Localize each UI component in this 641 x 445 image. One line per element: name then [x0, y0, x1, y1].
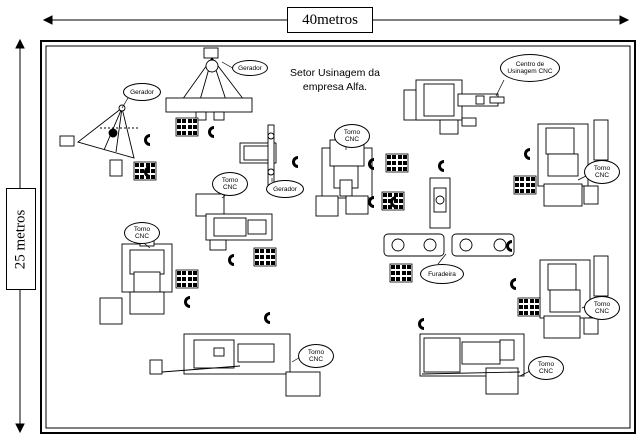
- generator-machine-1: [59, 104, 138, 177]
- cnc-lathe-bottom-left: [149, 333, 321, 397]
- label-furadeira: Furadeira: [420, 264, 464, 284]
- label-torno-left: Torno CNC: [124, 222, 160, 244]
- cnc-lathe-right-bottom: [539, 255, 609, 339]
- diagram-title: Setor Usinagem da empresa Alfa.: [270, 66, 400, 94]
- drill-press: [383, 177, 515, 257]
- height-dimension-label: 25 metros: [6, 188, 36, 290]
- cnc-lathe-center: [315, 139, 373, 217]
- width-dimension-label: 40metros: [287, 7, 373, 33]
- height-dimension-line: [15, 38, 25, 434]
- label-gerador-3: Gerador: [266, 180, 304, 198]
- machining-center: [403, 79, 505, 135]
- title-line-1: Setor Usinagem da: [290, 67, 380, 79]
- label-leaders: [121, 61, 591, 377]
- label-gerador-2: Gerador: [232, 60, 268, 76]
- generator-machine-2: [165, 47, 253, 121]
- label-torno-left-mid: Torno CNC: [212, 172, 248, 196]
- label-torno-bottom-right: Torno CNC: [528, 356, 564, 380]
- label-centro-usinagem: Centro de Usinagem CNC: [500, 54, 560, 82]
- label-torno-center: Torno CNC: [334, 124, 370, 148]
- label-gerador-1: Gerador: [123, 83, 161, 101]
- label-torno-bottom-left: Torno CNC: [298, 344, 334, 368]
- cnc-lathe-bottom-right: [419, 333, 525, 395]
- room-wall-outer: [40, 40, 636, 434]
- label-torno-right-top: Torno CNC: [584, 160, 620, 184]
- title-line-2: empresa Alfa.: [302, 81, 368, 93]
- width-dimension-line: [42, 15, 630, 25]
- generator-machine-3: [239, 124, 277, 186]
- label-torno-right-bottom: Torno CNC: [584, 296, 620, 320]
- cnc-lathe-left-mid: [195, 193, 273, 251]
- cnc-lathe-left: [99, 235, 173, 325]
- cnc-lathe-right-top: [537, 119, 609, 207]
- room-wall-inner: [45, 45, 631, 429]
